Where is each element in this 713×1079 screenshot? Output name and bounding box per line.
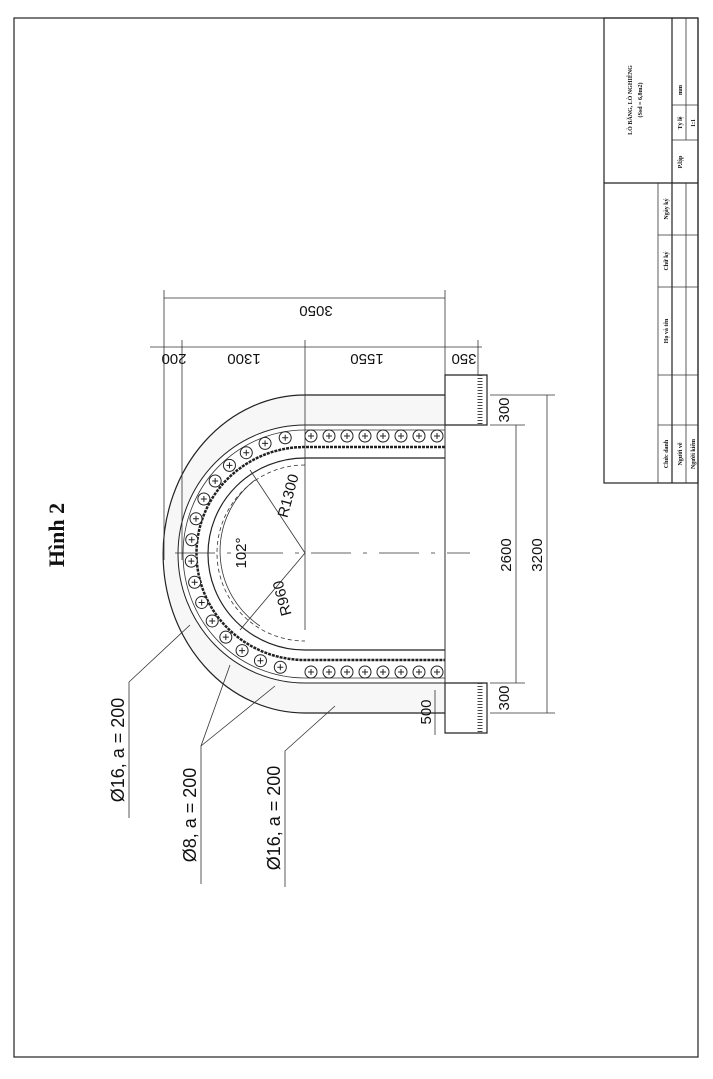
dim-inner-width: 2600 xyxy=(498,538,515,571)
scale-label: Tỷ lệ xyxy=(678,116,684,129)
col-date: Ngày ký xyxy=(664,198,670,219)
dim-outer-width: 3200 xyxy=(529,538,546,571)
sheet-label: P.lập xyxy=(678,155,684,168)
leader-lines xyxy=(128,624,336,887)
label-rebar-inner: Ø16, a = 200 xyxy=(264,766,284,871)
drawing-subtitle: (Ssd = 6,8m2) xyxy=(637,83,644,118)
drawing-border xyxy=(13,17,699,1058)
dim-total-depth: 3050 xyxy=(299,302,332,319)
label-rebar-outer: Ø16, a = 200 xyxy=(108,698,128,803)
dim-segment-3: 1550 xyxy=(350,350,383,367)
dim-segment-4: 350 xyxy=(451,350,476,367)
unit-text: mm xyxy=(678,85,684,95)
col-position: Chức danh xyxy=(664,439,670,468)
scale-value: 1:1 xyxy=(691,119,697,127)
dim-flange: 500 xyxy=(418,699,435,724)
angle-label: 102° xyxy=(233,537,250,568)
col-name: Họ và tên xyxy=(664,318,670,343)
drawing-title: LÒ BĂNG, LÒ NGHIÊNG xyxy=(626,65,634,135)
row-drawn: Người vẽ xyxy=(678,442,684,465)
dim-wall-bottom: 300 xyxy=(496,685,513,710)
bolt-row xyxy=(184,429,444,679)
dim-wall-top: 300 xyxy=(496,397,513,422)
tunnel-section xyxy=(162,340,488,734)
label-rebar-stirrup: Ø8, a = 200 xyxy=(180,768,200,863)
title-block: LÒ BĂNG, LÒ NGHIÊNG (Ssd = 6,8m2) mm Tỷ … xyxy=(603,17,699,484)
figure-title: Hình 2 xyxy=(44,503,69,567)
col-signature: Chữ ký xyxy=(664,251,670,270)
row-checked: Người kiểm xyxy=(690,439,697,469)
dim-segment-1: 200 xyxy=(161,350,186,367)
dimension-lines xyxy=(150,290,555,735)
dim-segment-2: 1300 xyxy=(227,350,260,367)
